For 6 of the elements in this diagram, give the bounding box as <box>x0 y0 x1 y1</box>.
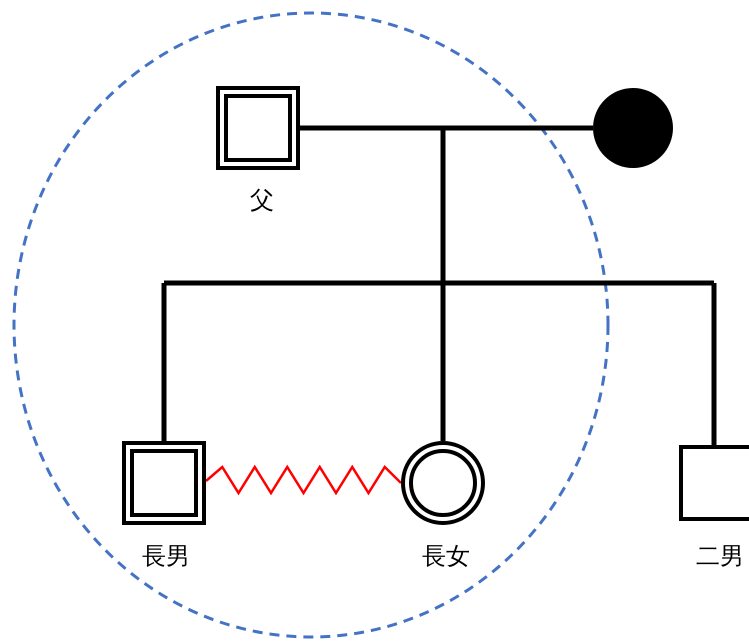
person-label: 長男 <box>142 542 190 570</box>
person-label: 二男 <box>696 542 744 570</box>
conflict-line <box>205 464 402 496</box>
descent-line <box>162 126 716 448</box>
person-label: 長女 <box>422 542 470 570</box>
person-label: 父 <box>250 186 274 214</box>
